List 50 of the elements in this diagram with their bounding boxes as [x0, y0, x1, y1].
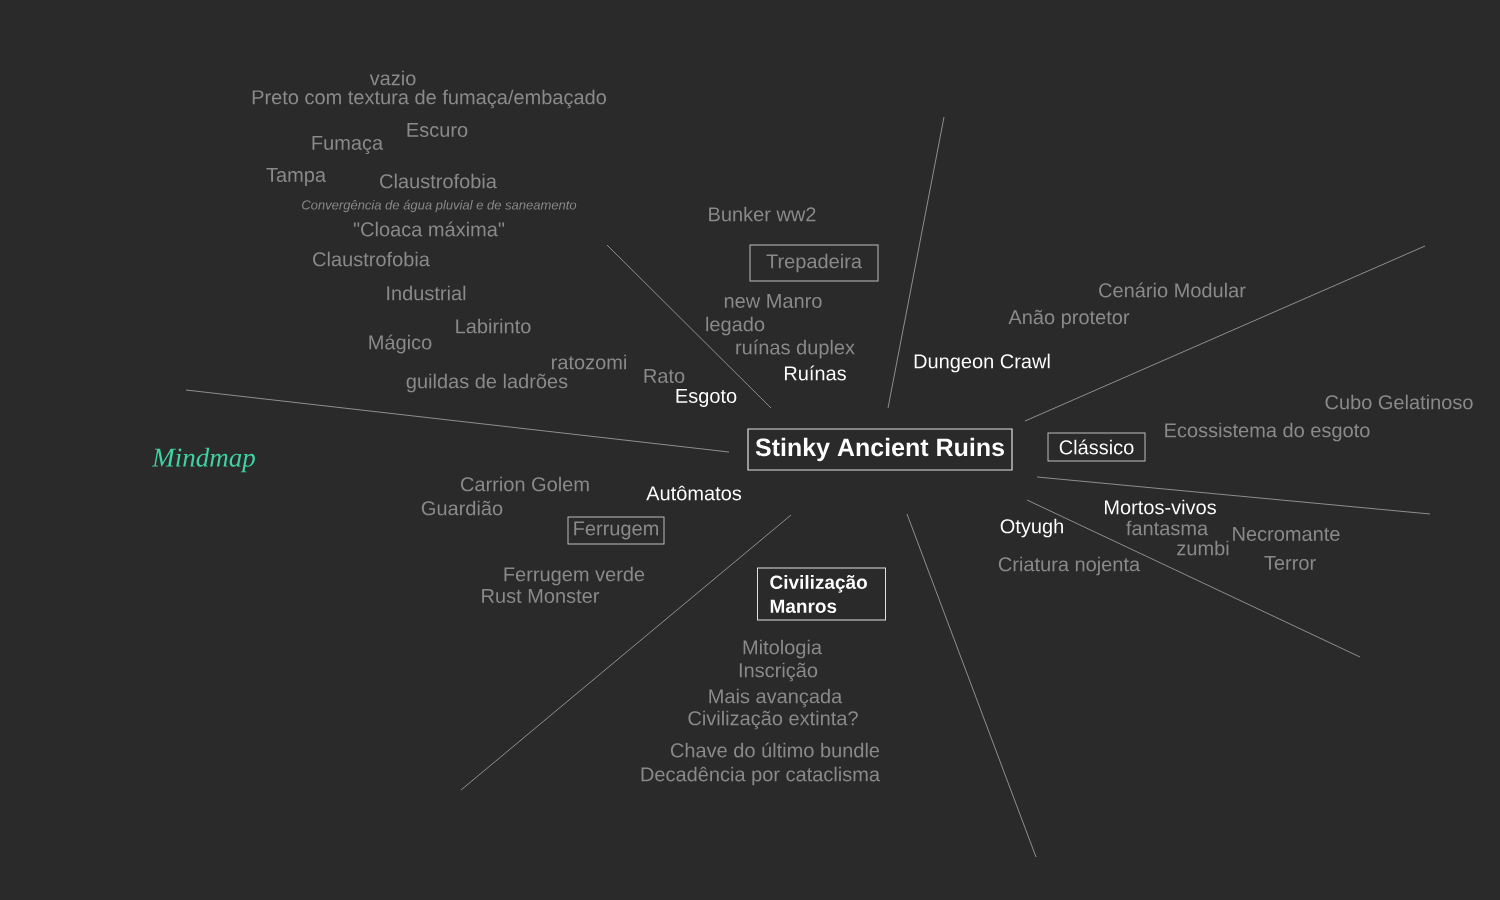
note-text: Convergência de água pluvial e de saneamento	[302, 199, 577, 213]
idea-label: zumbi	[1177, 540, 1229, 556]
central-topic-box: Stinky Ancient Ruins	[747, 428, 1013, 471]
idea-label: new Manro	[724, 294, 822, 308]
title: Mindmap	[151, 447, 255, 473]
branch-label: Autômatos	[646, 485, 742, 501]
branch-label: Dungeon Crawl	[914, 353, 1050, 373]
idea-label: Tampa	[266, 168, 327, 186]
idea-label: Terror	[1264, 556, 1316, 570]
idea-label: Ecossistema do esgoto	[1165, 422, 1370, 442]
idea-label: Ferrugem verde	[504, 566, 645, 586]
branch-label: Esgoto	[676, 389, 737, 407]
idea-label: Industrial	[387, 285, 466, 301]
idea-label: guildas de ladrões	[406, 373, 568, 393]
idea-label: Labirinto	[456, 318, 531, 334]
idea-label: Claustrofobia	[380, 173, 497, 189]
idea-label: Bunker ww2	[709, 206, 816, 222]
idea-label: Carrion Golem	[461, 476, 589, 492]
idea-label: Mitologia	[743, 639, 822, 659]
idea-label: Rato	[644, 369, 685, 383]
idea-label: Decadência por cataclisma	[641, 766, 880, 786]
idea-label: Civilização extinta?	[688, 710, 858, 730]
idea-label: Necromante	[1233, 527, 1340, 541]
branch-label: Otyugh	[1000, 518, 1063, 538]
topic-box: Clássico	[1047, 432, 1146, 462]
topic-box: Civilização Manros	[757, 567, 886, 621]
idea-label: Cenário Modular	[1099, 282, 1246, 298]
idea-label: Criatura nojenta	[998, 556, 1141, 576]
idea-label: legado	[706, 316, 765, 336]
idea-label: ratozomi	[552, 354, 626, 370]
idea-label: "Cloaca máxima"	[353, 221, 505, 237]
idea-label: Mais avançada	[709, 688, 843, 708]
idea-label: Preto com textura de fumaça/embaçado	[252, 89, 606, 109]
idea-label: Guardião	[421, 500, 503, 516]
idea-label: Chave do último bundle	[670, 742, 880, 758]
idea-label: Mágico	[369, 334, 432, 354]
topic-box: Ferrugem	[567, 516, 665, 545]
idea-label: Rust Monster	[482, 589, 600, 603]
idea-label: Fumaça	[312, 136, 384, 154]
idea-label: ruínas duplex	[736, 339, 855, 359]
topic-box: Trepadeira	[749, 244, 879, 282]
idea-label: Inscrição	[739, 662, 818, 682]
idea-label: vazio	[369, 70, 416, 86]
branch-label: Ruínas	[784, 365, 846, 381]
idea-label: Anão protetor	[1008, 309, 1130, 329]
idea-label: Claustrofobia	[313, 251, 430, 267]
idea-label: Cubo Gelatinoso	[1325, 394, 1473, 410]
idea-label: fantasma	[1126, 520, 1209, 536]
idea-label: Escuro	[407, 123, 468, 137]
branch-label: Mortos-vivos	[1105, 499, 1216, 515]
